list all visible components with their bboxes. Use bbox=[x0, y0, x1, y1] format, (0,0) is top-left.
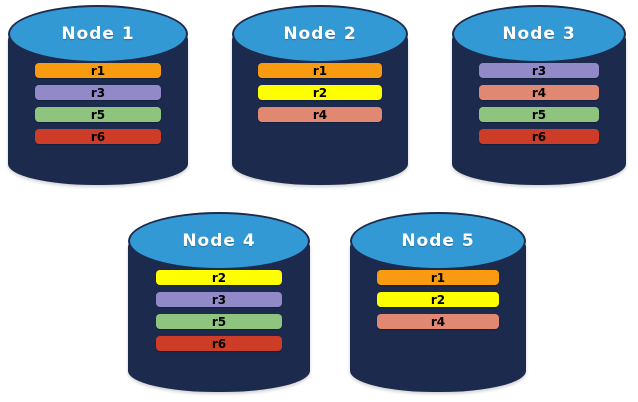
replica-bar-r4[interactable]: r4 bbox=[258, 107, 382, 122]
database-node-3[interactable]: Node 3 r3 r4 r5 r6 bbox=[452, 5, 626, 185]
cylinder-top-ellipse: Node 4 bbox=[128, 212, 310, 270]
database-node-5[interactable]: Node 5 r1 r2 r4 bbox=[350, 212, 526, 392]
replica-list: r2 r3 r5 r6 bbox=[128, 270, 310, 351]
replica-bar-r1[interactable]: r1 bbox=[377, 270, 499, 285]
node-label: Node 1 bbox=[61, 24, 135, 44]
replica-bar-r6[interactable]: r6 bbox=[479, 129, 599, 144]
replica-list: r1 r2 r4 bbox=[232, 63, 408, 122]
cylinder-top-ellipse: Node 1 bbox=[8, 5, 188, 63]
replica-list: r3 r4 r5 r6 bbox=[452, 63, 626, 144]
cylinder-top-ellipse: Node 2 bbox=[232, 5, 408, 63]
node-label: Node 4 bbox=[182, 231, 256, 251]
node-label: Node 2 bbox=[283, 24, 357, 44]
cylinder-top-ellipse: Node 5 bbox=[350, 212, 526, 270]
replica-bar-r5[interactable]: r5 bbox=[156, 314, 282, 329]
replica-bar-r3[interactable]: r3 bbox=[35, 85, 161, 100]
replica-bar-r6[interactable]: r6 bbox=[35, 129, 161, 144]
replica-bar-r5[interactable]: r5 bbox=[479, 107, 599, 122]
replica-bar-r4[interactable]: r4 bbox=[479, 85, 599, 100]
database-node-1[interactable]: Node 1 r1 r3 r5 r6 bbox=[8, 5, 188, 185]
replica-bar-r2[interactable]: r2 bbox=[258, 85, 382, 100]
database-node-4[interactable]: Node 4 r2 r3 r5 r6 bbox=[128, 212, 310, 392]
replica-bar-r4[interactable]: r4 bbox=[377, 314, 499, 329]
replica-bar-r3[interactable]: r3 bbox=[479, 63, 599, 78]
cylinder-top-ellipse: Node 3 bbox=[452, 5, 626, 63]
replica-bar-r5[interactable]: r5 bbox=[35, 107, 161, 122]
replica-bar-r6[interactable]: r6 bbox=[156, 336, 282, 351]
replica-bar-r3[interactable]: r3 bbox=[156, 292, 282, 307]
node-label: Node 3 bbox=[502, 24, 576, 44]
replica-bar-r2[interactable]: r2 bbox=[377, 292, 499, 307]
database-node-2[interactable]: Node 2 r1 r2 r4 bbox=[232, 5, 408, 185]
replica-bar-r1[interactable]: r1 bbox=[258, 63, 382, 78]
replica-bar-r2[interactable]: r2 bbox=[156, 270, 282, 285]
replica-list: r1 r3 r5 r6 bbox=[8, 63, 188, 144]
node-label: Node 5 bbox=[401, 231, 475, 251]
replica-list: r1 r2 r4 bbox=[350, 270, 526, 329]
replica-bar-r1[interactable]: r1 bbox=[35, 63, 161, 78]
